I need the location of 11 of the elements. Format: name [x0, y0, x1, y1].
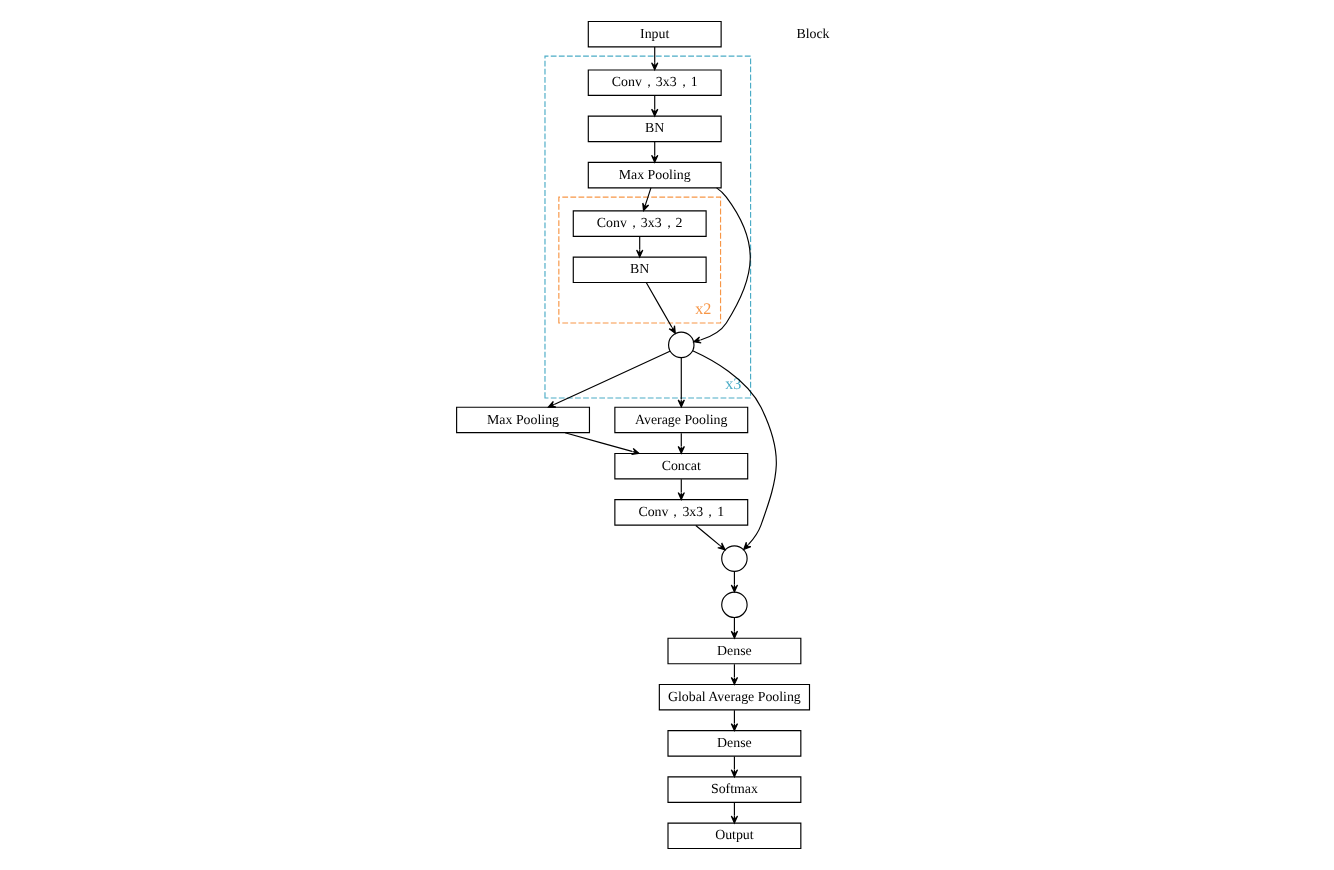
arrow — [563, 432, 639, 456]
arrow — [691, 350, 776, 550]
arrow — [644, 282, 675, 334]
node-circle — [720, 591, 747, 619]
arrow — [692, 187, 750, 344]
node-circle — [720, 545, 747, 572]
arrow — [694, 524, 725, 551]
arrow — [676, 357, 684, 408]
arrow — [641, 187, 651, 212]
arrow — [546, 350, 670, 408]
node-circle — [667, 331, 694, 359]
